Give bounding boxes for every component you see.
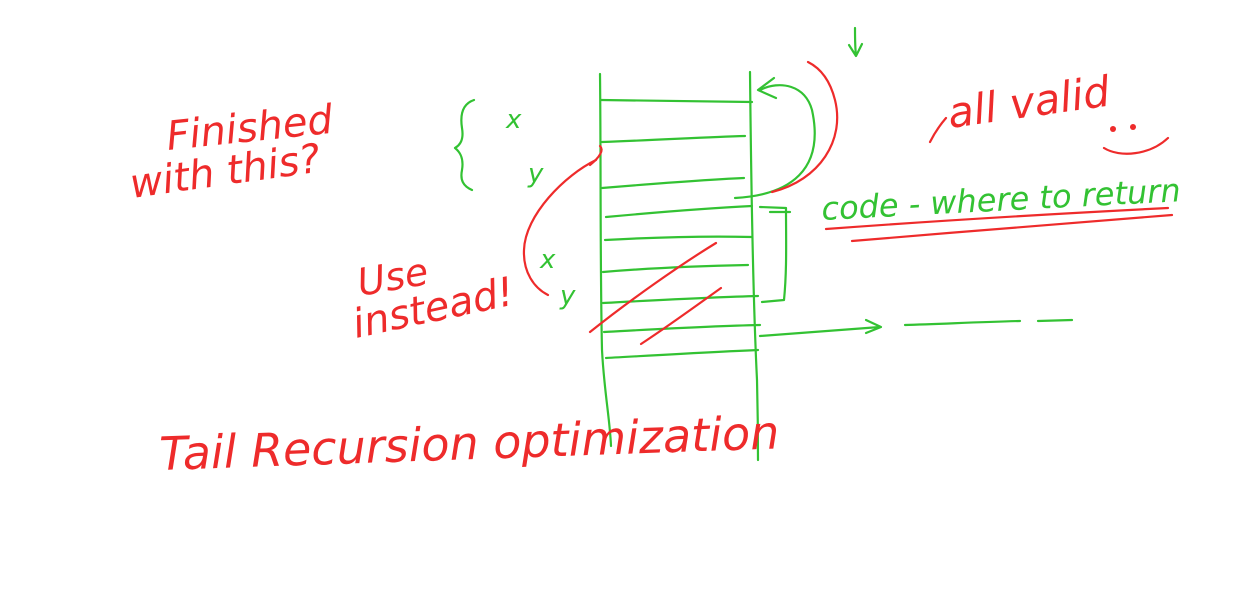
smiley-eye-icon xyxy=(1110,126,1116,132)
stack-frame-line xyxy=(604,204,754,219)
note-all-valid: all valid xyxy=(945,67,1114,138)
dash-line xyxy=(1036,318,1074,323)
use-instead-arrow xyxy=(588,144,603,167)
check-mark-icon xyxy=(928,116,948,144)
strike-line xyxy=(639,286,723,346)
use-instead-arrow xyxy=(522,158,598,297)
note-tail-recursion: Tail Recursion optimization xyxy=(158,405,780,481)
brace-icon xyxy=(453,98,476,192)
stack-left-wall xyxy=(598,72,613,448)
code-underline xyxy=(824,206,1170,231)
dash-line xyxy=(903,319,1022,327)
stack-frame-line xyxy=(599,98,754,104)
code-underline xyxy=(850,213,1174,243)
stack-frame-line xyxy=(601,294,760,305)
stack-frame-line xyxy=(601,263,750,274)
red-annotations xyxy=(522,60,1174,346)
stack-label-y: y xyxy=(559,281,576,311)
stack-label-x: x xyxy=(505,105,522,135)
pointer-arrow-head xyxy=(864,318,883,335)
stack-label-x: x xyxy=(539,245,556,275)
stack-right-wall xyxy=(748,70,760,462)
strike-line xyxy=(588,241,718,334)
stack-frame-line xyxy=(603,235,754,242)
down-arrow-icon xyxy=(847,26,864,58)
top-loop-arrow xyxy=(770,60,839,194)
stack-frame-line xyxy=(604,348,760,360)
pointer-arrow xyxy=(758,325,882,338)
return-arrow-head xyxy=(756,76,778,100)
stack-frame-line xyxy=(602,323,762,334)
smiley-mouth-icon xyxy=(1102,136,1170,155)
frame-bracket xyxy=(758,205,788,304)
stack-frame-line xyxy=(600,134,747,144)
stack-label-y: y xyxy=(527,159,544,189)
stack-frame-line xyxy=(600,176,746,190)
smiley-eye-icon xyxy=(1130,124,1136,130)
